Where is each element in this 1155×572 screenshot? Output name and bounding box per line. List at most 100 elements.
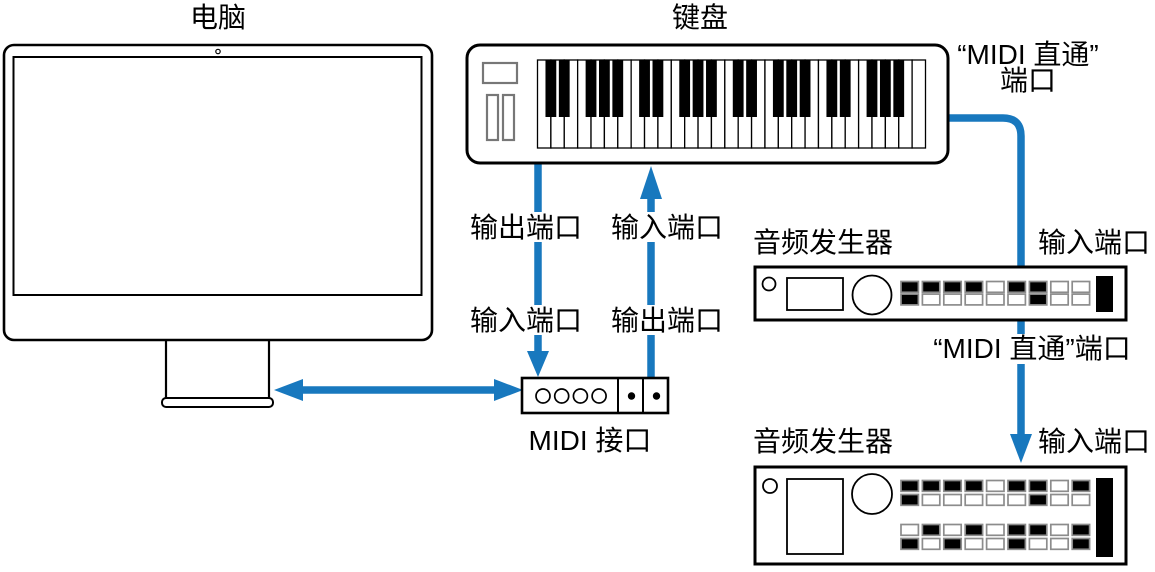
computer <box>2 43 434 408</box>
sound-generator-1 <box>753 265 1128 322</box>
led-square <box>1028 523 1048 537</box>
interface-in-port-label: 输入端口 <box>470 305 582 336</box>
led-square <box>985 293 1005 306</box>
generator-display <box>786 478 844 555</box>
interface-port-circle <box>572 388 589 404</box>
piano-black-key <box>866 60 878 117</box>
piano-black-key <box>772 60 784 117</box>
pitch-wheel <box>485 93 500 142</box>
led-square <box>942 479 963 493</box>
volume-knob <box>851 473 893 515</box>
keyboard-label: 键盘 <box>672 2 728 33</box>
generator-display <box>786 277 844 311</box>
led-square <box>1007 537 1027 551</box>
led-square <box>1071 280 1091 294</box>
generator1-in-port-label: 输入端口 <box>1038 227 1150 258</box>
led-square <box>942 293 963 306</box>
led-square <box>921 293 941 306</box>
led-square <box>964 523 984 537</box>
webcam-icon <box>215 48 221 55</box>
keyboard <box>465 43 950 165</box>
piano-black-key <box>879 60 891 117</box>
led-square <box>1049 493 1070 507</box>
piano-black-key <box>612 60 624 117</box>
label-bg <box>470 212 582 242</box>
keyboard-out-port-label: 输出端口 <box>470 212 582 243</box>
arrowhead-down-icon <box>527 351 549 377</box>
led-square <box>1049 479 1070 493</box>
led-grid <box>900 479 1091 507</box>
piano-black-key <box>679 60 691 117</box>
arrowhead-left-icon <box>274 379 303 401</box>
interface-port-circle <box>553 388 570 404</box>
mod-wheel <box>501 93 516 142</box>
midi-thru-port-label-line2: 端口 <box>1000 65 1056 96</box>
keyboard-display <box>481 61 519 85</box>
led-square <box>942 523 963 537</box>
label-bg <box>611 212 723 242</box>
piano-keys <box>536 59 927 149</box>
led-square <box>942 493 963 507</box>
led-square <box>900 523 920 537</box>
led-grid <box>900 280 1091 306</box>
computer-label: 电脑 <box>190 2 246 33</box>
led-square <box>1071 537 1091 551</box>
led-square <box>1007 523 1027 537</box>
led-square <box>1028 293 1048 306</box>
label-bg <box>470 305 582 335</box>
led-square <box>921 493 941 507</box>
arrowhead-down-icon <box>1010 434 1032 463</box>
led-square <box>1007 280 1027 294</box>
led-square <box>985 479 1005 493</box>
piano-black-key <box>692 60 704 117</box>
led-square <box>900 537 920 551</box>
midi-thru-cable <box>948 114 1025 435</box>
led-square <box>964 280 984 294</box>
led-square <box>900 493 920 507</box>
led-square <box>1049 523 1070 537</box>
label-bg <box>611 305 723 335</box>
midi-interface <box>520 376 670 415</box>
led-square <box>964 293 984 306</box>
led-square <box>921 537 941 551</box>
led-square <box>985 493 1005 507</box>
led-square <box>900 293 920 306</box>
computer-stand-base <box>161 397 274 408</box>
volume-knob <box>851 274 893 316</box>
interface-port-circle <box>591 388 607 404</box>
computer-screen <box>12 56 423 296</box>
generator2-in-port-label: 输入端口 <box>1038 426 1150 457</box>
arrowhead-right-icon <box>494 379 523 401</box>
led-square <box>1049 293 1070 306</box>
label-backgrounds <box>470 212 1144 364</box>
interface-port-circle <box>535 388 551 404</box>
arrowhead-up-icon <box>640 166 662 199</box>
led-square <box>942 537 963 551</box>
interface-out-port-label: 输出端口 <box>611 305 723 336</box>
piano-white-key <box>911 59 927 149</box>
midi-thru-port-label-line1: “MIDI 直通” <box>957 39 1099 70</box>
piano-black-key <box>545 60 557 117</box>
led-square <box>1049 537 1070 551</box>
led-square <box>1028 537 1048 551</box>
led-square <box>1049 280 1070 294</box>
power-led-icon <box>762 478 778 494</box>
generator1-label: 音频发生器 <box>753 227 893 258</box>
piano-black-key <box>639 60 650 117</box>
piano-black-key <box>558 60 570 117</box>
piano-black-key <box>652 60 664 117</box>
interface-port-dot <box>627 392 636 400</box>
led-square <box>1007 493 1027 507</box>
led-square <box>900 479 920 493</box>
led-square <box>1071 523 1091 537</box>
piano-black-key <box>732 60 744 117</box>
led-square <box>964 479 984 493</box>
piano-black-key <box>746 60 757 117</box>
sound-generator-2 <box>753 465 1128 566</box>
interface-port-dot <box>652 392 661 400</box>
midi-thru-port-mid-label: “MIDI 直通”端口 <box>933 333 1131 364</box>
led-square <box>964 493 984 507</box>
led-square <box>1071 479 1091 493</box>
led-square <box>942 280 963 294</box>
